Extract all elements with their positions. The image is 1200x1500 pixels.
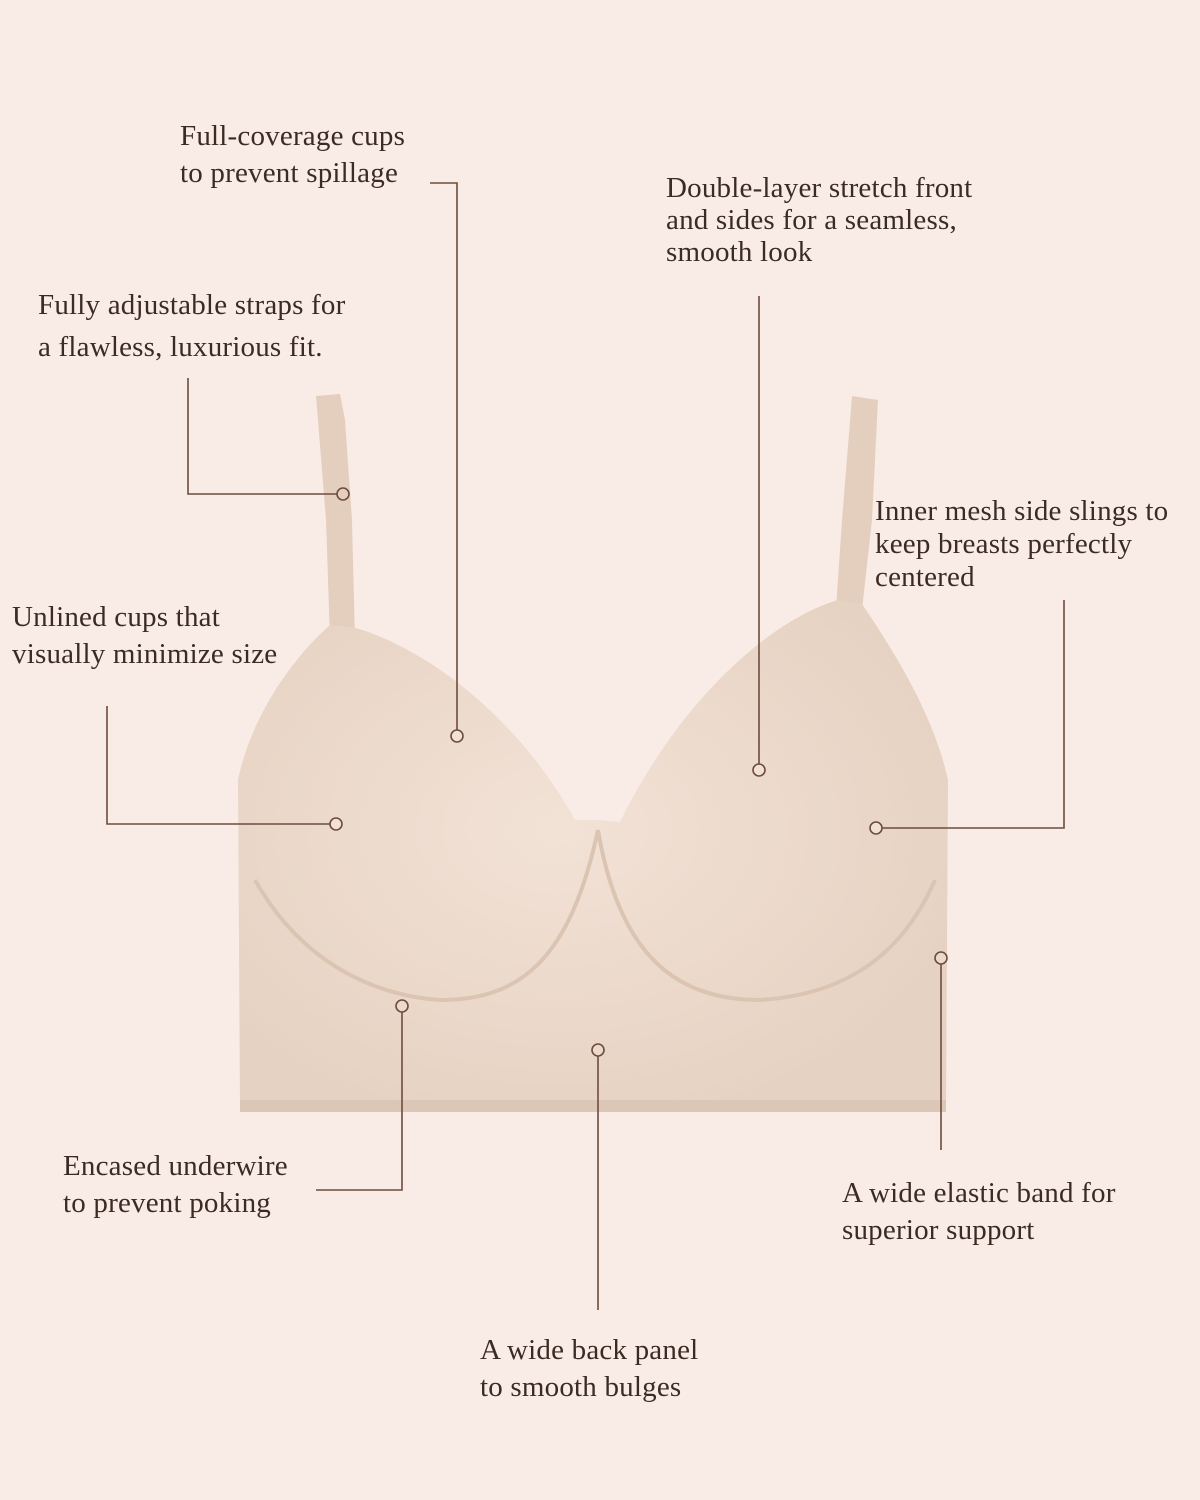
callout-lines [106,182,1065,1310]
callout-text: Fully adjustable straps for [38,289,346,321]
callout-text: centered [875,561,975,593]
callout-underwire: Encased underwire to prevent poking [63,1148,288,1222]
callout-dot-straps [336,487,350,501]
callout-dot-unlined [329,817,343,831]
callout-text: Double-layer stretch front [666,172,973,204]
callout-line-full-coverage [430,182,458,730]
left-strap [316,394,355,640]
callout-line-underwire [316,1012,403,1191]
callout-text: A wide back panel [480,1334,699,1366]
callout-text: to prevent poking [63,1187,271,1219]
callout-straps: Fully adjustable straps for a flawless, … [38,284,345,368]
callout-line-straps [187,378,337,495]
underwire-right [596,829,937,1003]
callout-dot-full-coverage [450,729,464,743]
callout-text: A wide elastic band for [842,1177,1116,1209]
callout-mesh-slings: Inner mesh side slings to keep breasts p… [875,495,1168,594]
callout-line-unlined [106,706,330,825]
callout-text: visually minimize size [12,638,278,670]
callout-text: a flawless, luxurious fit. [38,331,323,363]
callout-unlined-cups: Unlined cups that visually minimize size [12,599,277,673]
callout-text: and sides for a seamless, [666,204,957,236]
callout-dot-elastic-band [934,951,948,965]
callout-text: to prevent spillage [180,157,399,189]
callout-elastic-band: A wide elastic band for superior support [842,1175,1116,1249]
band-shadow [240,1100,946,1112]
callout-text: keep breasts perfectly [875,528,1133,560]
callout-text: Inner mesh side slings to [875,495,1169,527]
callout-back-panel: A wide back panel to smooth bulges [480,1332,698,1406]
callout-double-layer: Double-layer stretch front and sides for… [666,172,972,268]
callout-line-mesh [882,600,1065,829]
callout-text: smooth look [666,236,813,268]
callout-text: Encased underwire [63,1150,288,1182]
callout-text: superior support [842,1214,1035,1246]
right-strap [836,396,878,610]
callout-full-coverage: Full-coverage cups to prevent spillage [180,118,405,192]
callout-dot-mesh [869,821,883,835]
underwire-left [253,829,600,1003]
callout-text: Full-coverage cups [180,120,406,152]
bra-image [238,394,948,1112]
callout-text: to smooth bulges [480,1371,682,1403]
callout-dot-underwire [395,999,409,1013]
callout-dot-double-layer [752,763,766,777]
callout-text: Unlined cups that [12,601,220,633]
callout-dot-back-panel [591,1043,605,1057]
